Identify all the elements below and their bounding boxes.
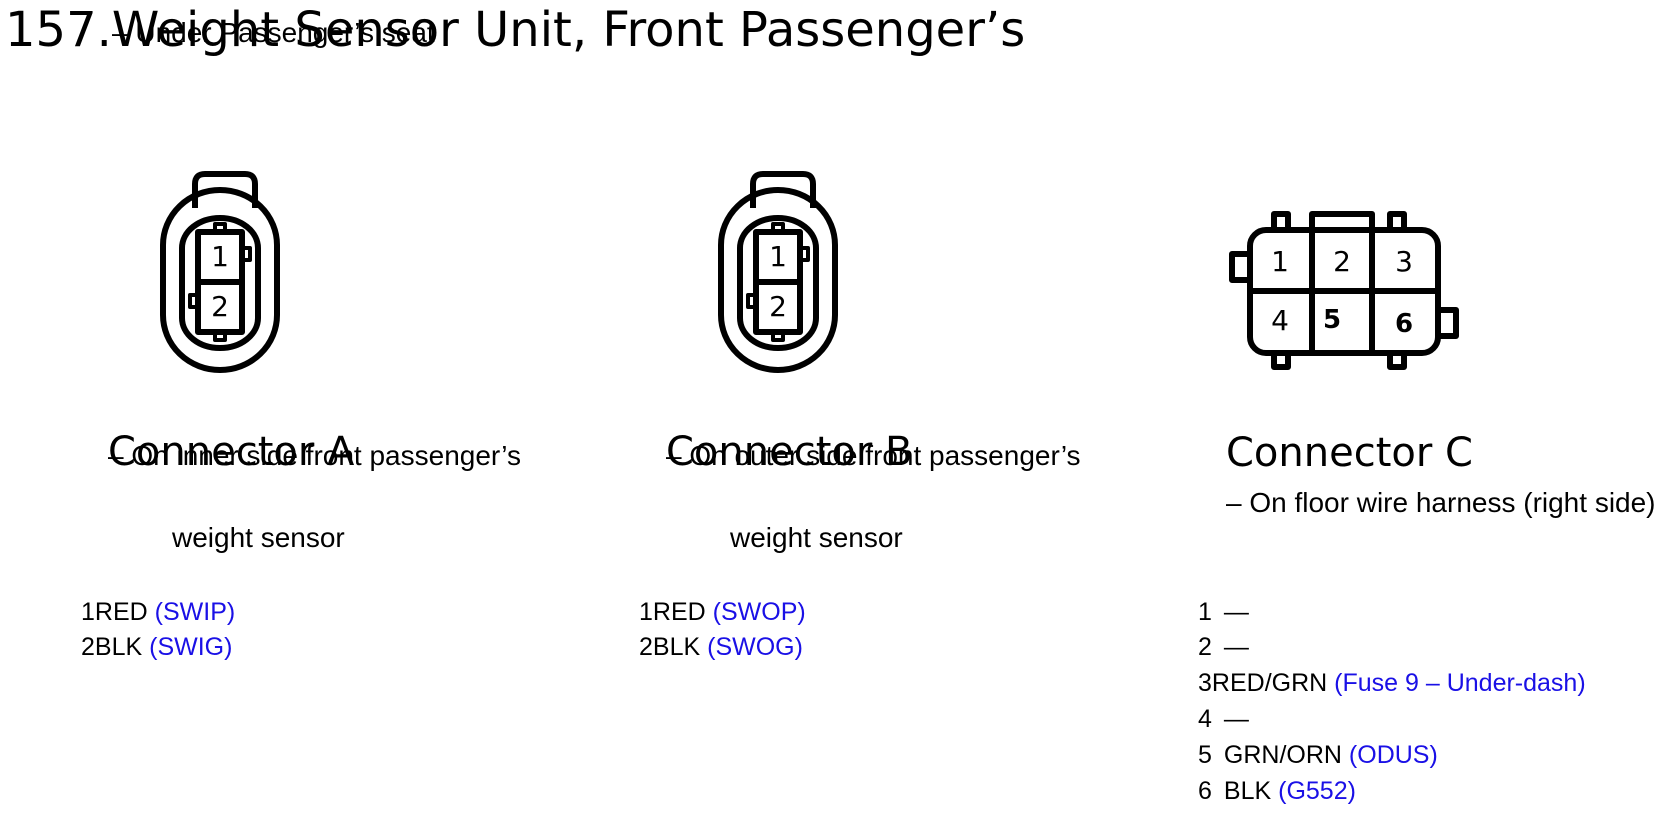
pin-wire-color: RED: [94, 598, 148, 626]
pin-number: 3: [1198, 669, 1212, 697]
pin-wire-color: BLK: [94, 633, 143, 661]
connector-b-diagram: 1 2: [718, 171, 838, 373]
connector-b-title: Connector B: [666, 429, 913, 475]
pin-wire-color: RED/GRN: [1211, 669, 1328, 697]
connector-b-pin-row: 2BLK (SWOG): [639, 630, 803, 664]
pin-wire-color: BLK: [1223, 777, 1272, 805]
connector-c-pin-row: 5 GRN/ORN (ODUS): [1198, 738, 1438, 772]
pin-number: 1: [639, 598, 653, 626]
pin-circuit-code: (SWOP): [712, 598, 806, 626]
connector-a-title: Connector A: [108, 429, 355, 475]
connector-c-pin-row: 6 BLK (G552): [1198, 774, 1356, 808]
pin-circuit-code: (SWIP): [154, 598, 236, 626]
pin-wire-color: —: [1223, 705, 1249, 733]
pin-number: 4: [1198, 705, 1212, 733]
pin-number: 2: [81, 633, 95, 661]
pin-number: 1: [1198, 598, 1212, 626]
page-title: 157.Weight Sensor Unit, Front Passenger’…: [5, 2, 1026, 58]
connector-c-pin-row: 3RED/GRN (Fuse 9 – Under-dash): [1198, 666, 1586, 700]
connector-a-diagram: 1 2: [160, 171, 280, 373]
pin-wire-color: —: [1223, 633, 1249, 661]
connector-b-location: – On outer side front passenger’s: [666, 440, 1081, 471]
pin-circuit-code: (SWOG): [707, 633, 803, 661]
pin-circuit-code: (ODUS): [1348, 741, 1438, 769]
pin-wire-color: BLK: [652, 633, 701, 661]
connector-b-pin-2-label: 2: [769, 290, 787, 323]
connector-b-location-2: weight sensor: [730, 522, 903, 553]
connector-c-location: – On floor wire harness (right side): [1226, 487, 1656, 518]
pin-wire-color: —: [1223, 598, 1249, 626]
connector-c-pin-1-label: 1: [1271, 245, 1289, 278]
connector-c-pin-row: 1—: [1198, 595, 1249, 629]
pin-circuit-code: (Fuse 9 – Under-dash): [1334, 669, 1586, 697]
connector-a-location-2: weight sensor: [172, 522, 345, 553]
connector-c-pin-row: 2—: [1198, 630, 1249, 664]
connector-b-pin-row: 1RED (SWOP): [639, 595, 806, 629]
pin-circuit-code: (SWIG): [149, 633, 233, 661]
pin-number: 2: [1198, 633, 1212, 661]
page-subtitle: – Under Passenger’s seat: [112, 17, 435, 48]
pin-circuit-code: (G552): [1278, 777, 1356, 805]
connector-c-pin-3-label: 3: [1395, 245, 1413, 278]
connector-c-pin-5-label: 5: [1323, 305, 1341, 335]
connector-b-pin-1-label: 1: [769, 240, 787, 273]
pin-wire-color: GRN/ORN: [1223, 741, 1342, 769]
pin-number: 6: [1198, 777, 1212, 805]
connector-c-title: Connector C: [1226, 430, 1473, 476]
pin-wire-color: RED: [652, 598, 706, 626]
pin-number: 5: [1198, 741, 1212, 769]
connector-c-pin-6-label: 6: [1395, 309, 1413, 339]
connector-c-diagram: 1 2 3 4 5 6: [1229, 211, 1459, 370]
pin-number: 1: [81, 598, 95, 626]
connector-a-pin-row: 2BLK (SWIG): [81, 630, 232, 664]
connector-a-pin-row: 1RED (SWIP): [81, 595, 235, 629]
connector-c-pin-2-label: 2: [1333, 245, 1351, 278]
connector-a-location: – On inner side front passenger’s: [108, 440, 521, 471]
connector-a-pin-2-label: 2: [211, 290, 229, 323]
connector-c-pin-row: 4—: [1198, 702, 1249, 736]
pin-number: 2: [639, 633, 653, 661]
connector-c-pin-4-label: 4: [1271, 304, 1289, 337]
connector-a-pin-1-label: 1: [211, 240, 229, 273]
